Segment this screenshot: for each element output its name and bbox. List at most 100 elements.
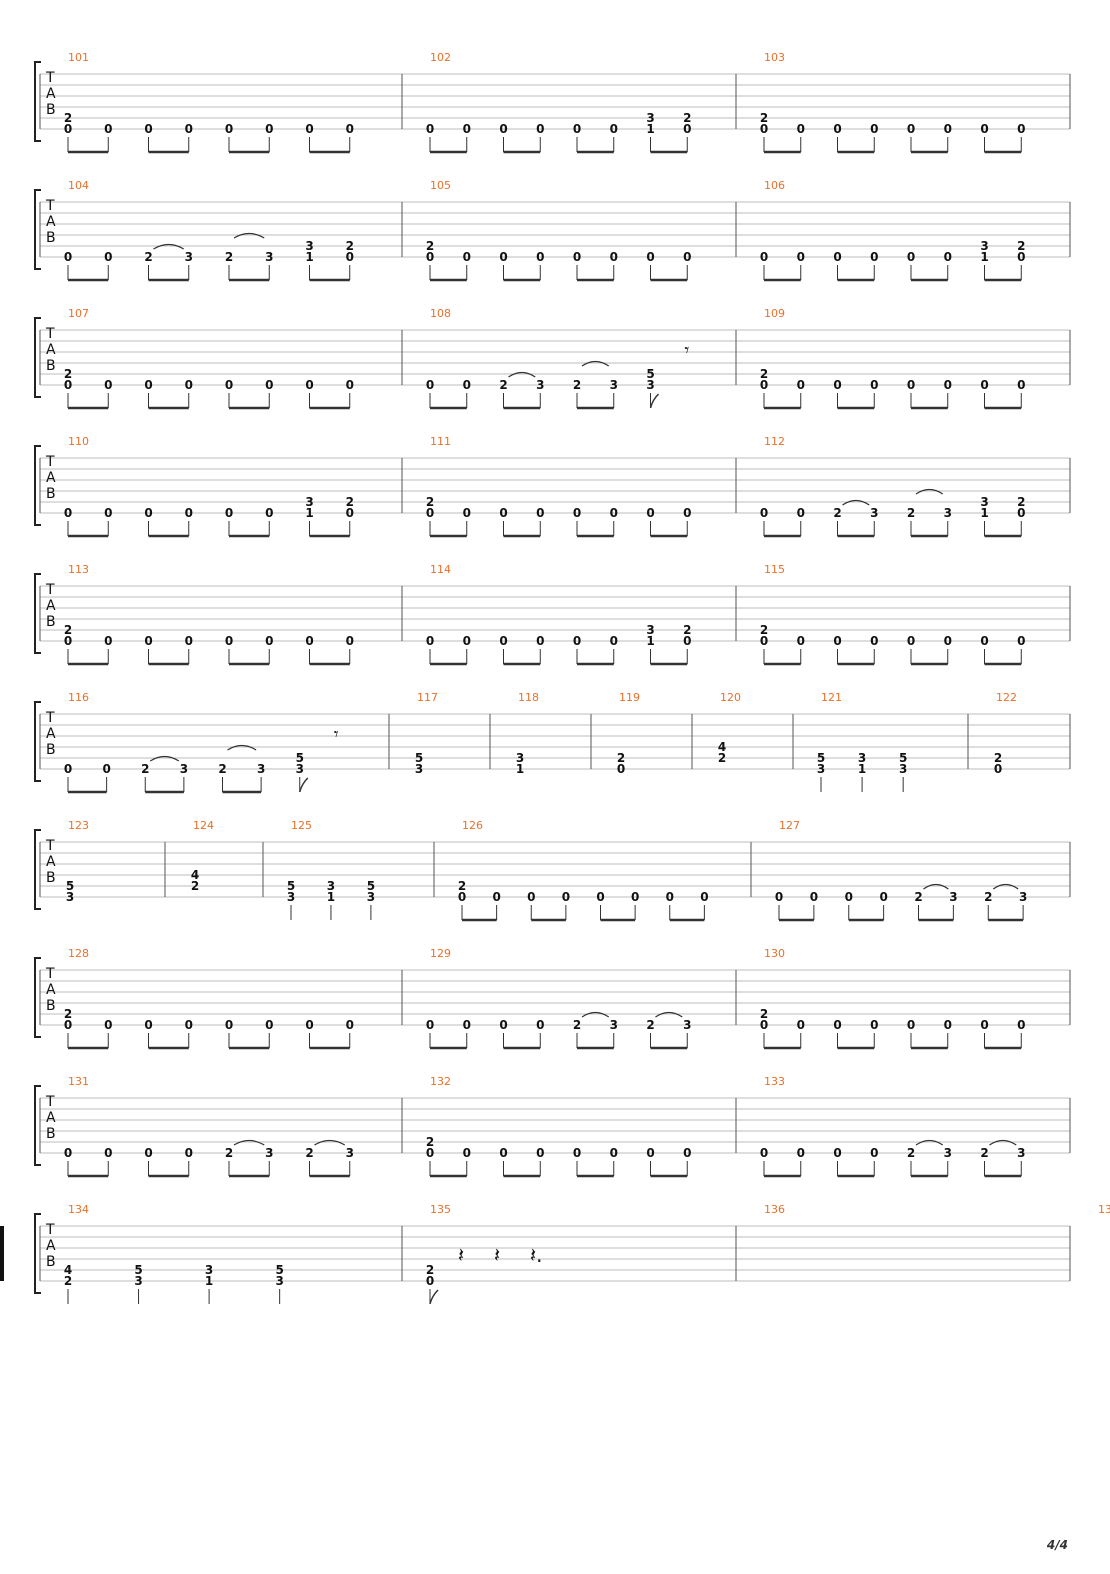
fret-number: 0 xyxy=(833,634,841,648)
tab-clef-letter: T xyxy=(45,582,55,598)
fret-number: 0 xyxy=(980,634,988,648)
fret-number: 0 xyxy=(64,762,72,776)
system-bracket xyxy=(34,189,41,270)
fret-number: 0 xyxy=(225,122,233,136)
fret-number: 2 xyxy=(64,367,72,381)
tie-arc xyxy=(989,1139,1017,1146)
fret-number: 3 xyxy=(646,111,654,125)
fret-number: 2 xyxy=(64,1007,72,1021)
fret-number: 0 xyxy=(463,122,471,136)
fret-number: 1 xyxy=(646,122,654,136)
measure-number: 108 xyxy=(430,307,451,320)
fret-number: 0 xyxy=(225,1018,233,1032)
tie-arc xyxy=(153,243,185,250)
fret-number: 0 xyxy=(305,122,313,136)
fret-number: 3 xyxy=(949,890,957,904)
fret-number: 2 xyxy=(914,890,922,904)
fret-number: 0 xyxy=(610,1146,618,1160)
fret-number: 0 xyxy=(562,890,570,904)
fret-number: 0 xyxy=(346,250,354,264)
tab-clef-letter: B xyxy=(46,486,56,502)
fret-number: 0 xyxy=(104,1146,112,1160)
fret-number: 0 xyxy=(346,122,354,136)
fret-number: 3 xyxy=(257,762,265,776)
fret-number: 2 xyxy=(426,239,434,253)
fret-number: 0 xyxy=(760,506,768,520)
fret-number: 3 xyxy=(899,762,907,776)
fret-number: 2 xyxy=(346,239,354,253)
fret-number: 2 xyxy=(760,367,768,381)
fret-number: 0 xyxy=(346,1018,354,1032)
fret-number: 0 xyxy=(907,378,915,392)
system-bracket xyxy=(34,573,41,654)
fret-number: 2 xyxy=(1017,239,1025,253)
fret-number: 3 xyxy=(980,239,988,253)
fret-number: 3 xyxy=(944,1146,952,1160)
fret-number: 2 xyxy=(64,111,72,125)
fret-number: 0 xyxy=(305,1018,313,1032)
fret-number: 0 xyxy=(144,378,152,392)
fret-number: 0 xyxy=(64,634,72,648)
tab-clef-letter: B xyxy=(46,1126,56,1142)
fret-number: 3 xyxy=(683,1018,691,1032)
fret-number: 3 xyxy=(817,762,825,776)
measure-number: 136 xyxy=(764,1203,785,1216)
fret-number: 0 xyxy=(463,250,471,264)
fret-number: 2 xyxy=(64,1274,72,1288)
tab-clef-letter: B xyxy=(46,614,56,630)
fret-number: 2 xyxy=(346,495,354,509)
fret-number: 0 xyxy=(833,1146,841,1160)
fret-number: 0 xyxy=(492,890,500,904)
fret-number: 0 xyxy=(760,634,768,648)
measure-number: 123 xyxy=(68,819,89,832)
fret-number: 0 xyxy=(646,1146,654,1160)
tie-arc xyxy=(233,1139,265,1146)
fret-number: 0 xyxy=(760,1146,768,1160)
fret-number: 0 xyxy=(265,378,273,392)
measure-number: 130 xyxy=(764,947,785,960)
measure-number: 135 xyxy=(430,1203,451,1216)
fret-number: 0 xyxy=(760,250,768,264)
fret-number: 0 xyxy=(944,378,952,392)
tie-arc xyxy=(508,371,536,378)
measure-number: 120 xyxy=(720,691,741,704)
measure-number: 113 xyxy=(68,563,89,576)
tie-arc xyxy=(842,499,870,506)
measure-number: 111 xyxy=(430,435,451,448)
fret-number: 3 xyxy=(870,506,878,520)
fret-number: 1 xyxy=(516,762,524,776)
fret-number: 0 xyxy=(810,890,818,904)
tab-clef-letter: T xyxy=(45,326,55,342)
fret-number: 3 xyxy=(516,751,524,765)
measure-number: 115 xyxy=(764,563,785,576)
fret-number: 0 xyxy=(144,634,152,648)
fret-number: 0 xyxy=(833,1018,841,1032)
fret-number: 0 xyxy=(994,762,1002,776)
fret-number: 0 xyxy=(185,634,193,648)
fret-number: 2 xyxy=(646,1018,654,1032)
fret-number: 0 xyxy=(463,506,471,520)
eighth-flag xyxy=(429,1289,439,1305)
fret-number: 0 xyxy=(426,506,434,520)
fret-number: 0 xyxy=(64,250,72,264)
fret-number: 0 xyxy=(980,122,988,136)
fret-number: 0 xyxy=(617,762,625,776)
fret-number: 2 xyxy=(683,111,691,125)
fret-number: 0 xyxy=(426,250,434,264)
tab-clef-letter: A xyxy=(46,470,56,486)
measure-number: 110 xyxy=(68,435,89,448)
measure-number: 124 xyxy=(193,819,214,832)
page-number: 4/4 xyxy=(1046,1538,1068,1552)
fret-number: 0 xyxy=(265,1018,273,1032)
fret-number: 0 xyxy=(833,378,841,392)
fret-number: 0 xyxy=(1017,1018,1025,1032)
fret-number: 0 xyxy=(760,378,768,392)
fret-number: 0 xyxy=(144,1018,152,1032)
fret-number: 0 xyxy=(797,1146,805,1160)
